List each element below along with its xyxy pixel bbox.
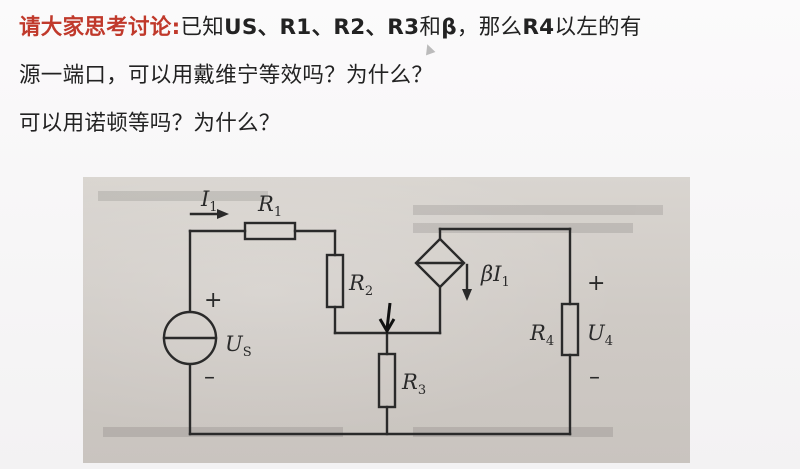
resistor-r2	[325, 253, 345, 309]
question-lead: 请大家思考讨论:	[19, 15, 181, 40]
label-u4-minus: –	[589, 365, 600, 390]
text-then: ，那么	[456, 15, 523, 40]
label-r1: R1	[257, 192, 282, 220]
label-r4: R4	[529, 321, 554, 349]
label-u4: U4	[587, 321, 613, 349]
question-line-1: 请大家思考讨论:已知US、R1、R2、R3和β，那么R4以左的有	[19, 4, 789, 52]
label-u4-plus: +	[587, 271, 605, 296]
junction-arrow-icon	[378, 302, 396, 334]
circuit-photo: I1 R1 R2 R3 R4 US βI1 U4 + – + –	[83, 177, 690, 463]
beta-current-arrow-icon	[462, 263, 472, 301]
label-beta-i1: βI1	[480, 262, 510, 290]
label-r2: R2	[348, 271, 373, 299]
resistor-r4	[560, 302, 580, 357]
controlled-current-source	[414, 237, 466, 289]
question-line-3: 可以用诺顿等吗？为什么？	[19, 111, 281, 136]
text-and: 和	[419, 15, 442, 40]
text-r4: R4	[522, 15, 555, 40]
question-text: 请大家思考讨论:已知US、R1、R2、R3和β，那么R4以左的有 源一端口，可以…	[19, 4, 789, 148]
label-source-plus: +	[204, 288, 222, 313]
question-line-2: 源一端口，可以用戴维宁等效吗？为什么？	[19, 63, 434, 88]
label-r3: R3	[401, 370, 426, 398]
text-known: 已知	[180, 15, 225, 40]
resistor-r1	[243, 221, 297, 241]
label-current-i1: I1	[200, 187, 218, 215]
label-source-minus: –	[204, 365, 215, 390]
current-i1-arrow-icon	[189, 209, 229, 219]
label-source-us: US	[225, 332, 252, 360]
text-left-of: 以左的有	[554, 15, 642, 40]
resistor-r3	[377, 352, 397, 409]
circuit-diagram: I1 R1 R2 R3 R4 US βI1 U4 + – + –	[98, 187, 663, 437]
text-given-quantities: US、R1、R2、R3	[224, 15, 420, 40]
text-beta: β	[441, 15, 457, 40]
